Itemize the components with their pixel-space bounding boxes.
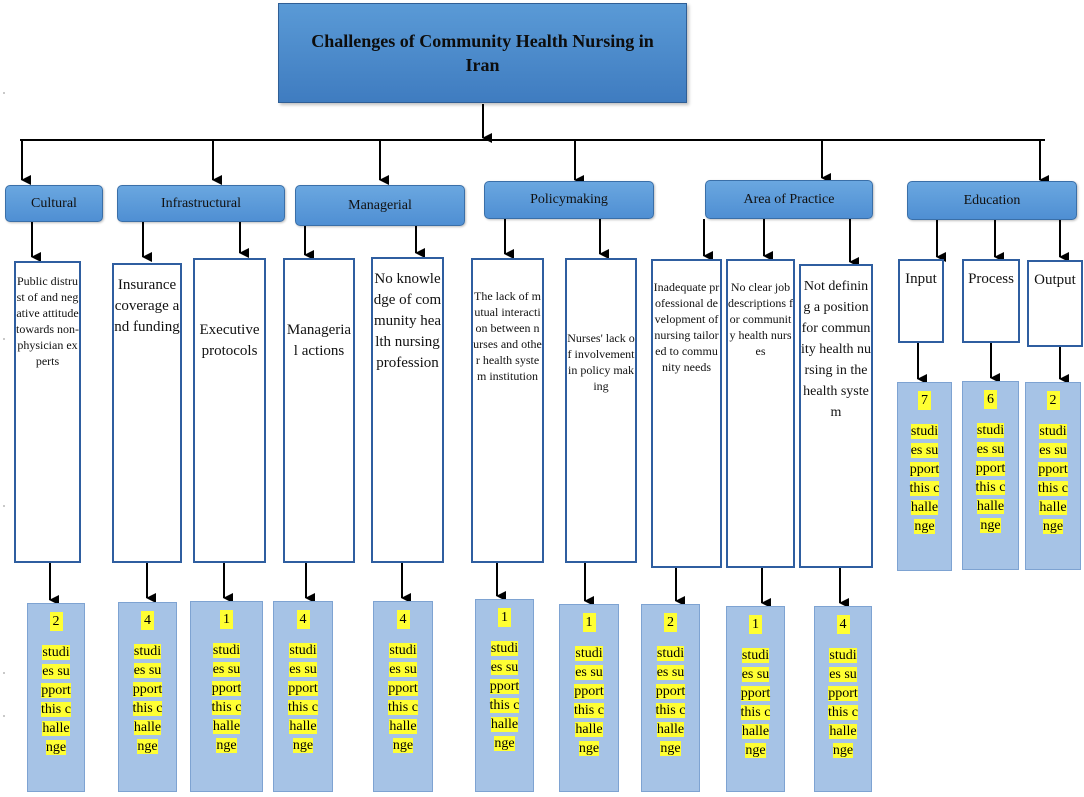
challenge-process: Process (962, 259, 1020, 343)
challenge-insurance: Insurance coverage and funding (112, 263, 182, 563)
margin-dot (3, 715, 5, 717)
challenge-policy-involvement: Nurses' lack of involvement in policy ma… (565, 258, 637, 563)
challenge-no-knowledge: No knowledge of community health nursing… (371, 257, 444, 563)
diagram-title: Challenges of Community Health Nursing i… (278, 3, 687, 103)
category-area-of-practice: Area of Practice (705, 180, 873, 219)
margin-dot (3, 338, 5, 340)
category-managerial: Managerial (295, 185, 465, 226)
category-policymaking: Policymaking (484, 181, 654, 219)
category-infrastructural: Infrastructural (117, 185, 285, 222)
challenge-managerial-actions: Managerial actions (283, 258, 355, 563)
challenge-output: Output (1027, 260, 1083, 347)
challenge-professional-development: Inadequate professional development of n… (651, 259, 722, 568)
challenge-position: Not defining a position for community he… (799, 264, 873, 568)
challenge-executive-protocols: Executive protocols (193, 258, 266, 563)
challenge-lack-of-interaction: The lack of mutual interaction between n… (471, 258, 544, 563)
category-cultural: Cultural (5, 185, 103, 222)
challenge-job-description: No clear job descriptions for community … (726, 259, 795, 568)
diagram-title-text: Challenges of Community Health Nursing i… (311, 31, 654, 75)
challenge-public-distrust: Public distrust of and negative attitude… (14, 261, 81, 563)
margin-dot (3, 505, 5, 507)
margin-dot (3, 672, 5, 674)
category-education: Education (907, 181, 1077, 220)
challenge-input: Input (898, 259, 944, 343)
margin-dot (3, 92, 5, 94)
